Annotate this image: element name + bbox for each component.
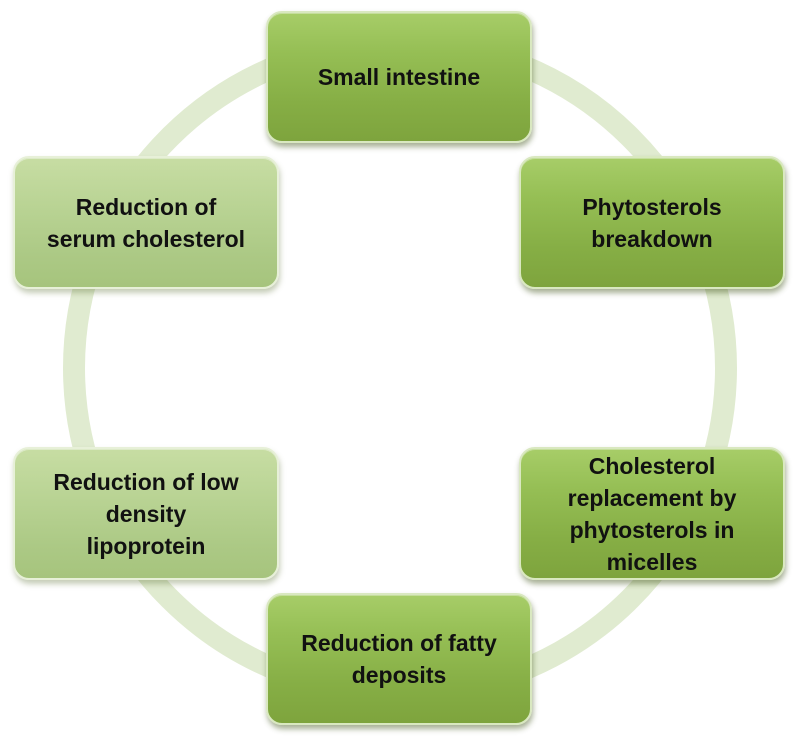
node-reduction-low-density-lipoprotein: Reduction of low density lipoprotein xyxy=(13,447,279,580)
node-cholesterol-replacement: Cholesterol replacement by phytosterols … xyxy=(519,447,785,580)
node-phytosterols-breakdown: Phytosterols breakdown xyxy=(519,156,785,289)
node-small-intestine: Small intestine xyxy=(266,11,532,143)
node-reduction-serum-cholesterol: Reduction of serum cholesterol xyxy=(13,156,279,289)
node-reduction-fatty-deposits: Reduction of fatty deposits xyxy=(266,593,532,725)
